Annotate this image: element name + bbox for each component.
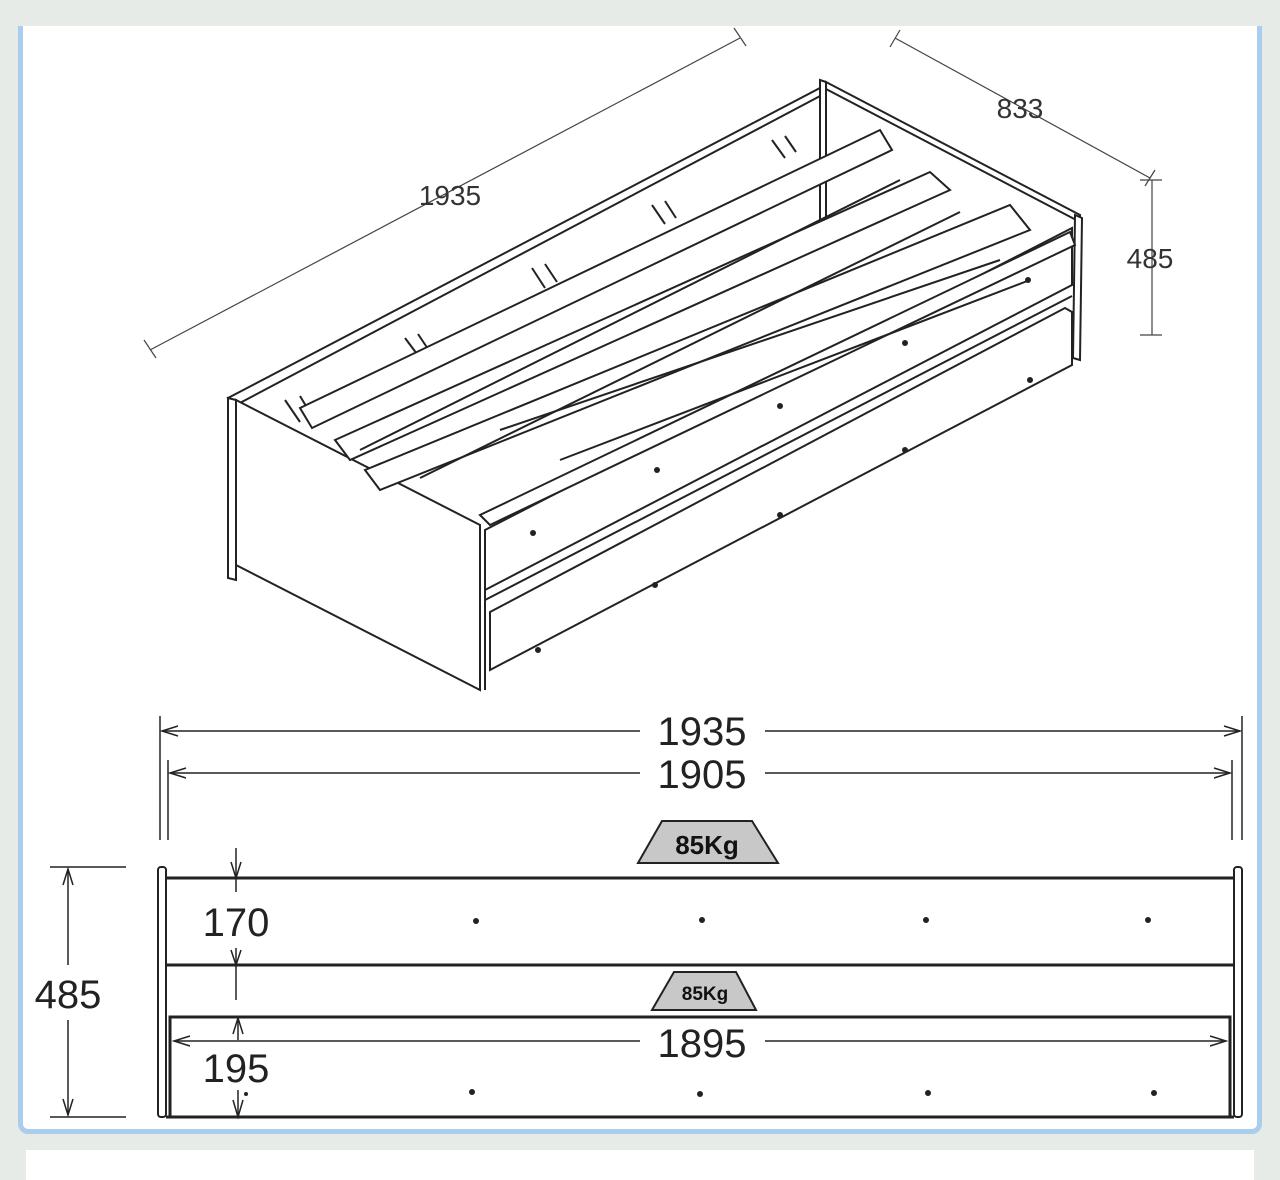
- right-end-panel: [1071, 213, 1084, 362]
- iso-length-label: 1935: [419, 180, 481, 211]
- bed-load-badge: [636, 820, 780, 864]
- iso-width-label: 833: [997, 93, 1044, 124]
- trundle-load-badge: [650, 971, 758, 1011]
- left-end-post: [157, 866, 167, 1118]
- screw-holes: [530, 277, 1033, 653]
- overall-length-dimension: [159, 716, 1243, 840]
- inner-length-dimension: [167, 760, 1233, 840]
- upper-height-label: 170: [203, 901, 270, 945]
- trundle-height-label: 195: [203, 1047, 270, 1091]
- right-end-post: [1233, 866, 1243, 1118]
- iso-height-label: 485: [1127, 243, 1174, 274]
- trundle-front: [489, 306, 1073, 672]
- trundle-length-label: 1895: [658, 1022, 747, 1066]
- isometric-view: [143, 27, 1162, 692]
- section-height-dimensions: [230, 848, 244, 1120]
- drawer-gap-line: [484, 295, 1073, 601]
- inner-length-label: 1905: [658, 753, 747, 797]
- iso-dimension-lines: [143, 27, 1162, 359]
- trundle-load-label: 85Kg: [682, 984, 728, 1005]
- head-post: [819, 78, 827, 231]
- height-dimension: [50, 866, 126, 1118]
- front-screw-holes: [244, 917, 1157, 1097]
- trundle-length-dimension: [171, 1035, 1229, 1047]
- front-view: [50, 716, 1243, 1120]
- left-post: [227, 396, 237, 582]
- slat-1: [298, 128, 894, 430]
- slat-2: [333, 170, 952, 462]
- height-label: 485: [35, 973, 102, 1017]
- slat-4: [478, 230, 1077, 527]
- overall-length-label: 1935: [658, 710, 747, 754]
- bed-load-label: 85Kg: [675, 830, 739, 860]
- cross-members: [359, 179, 1031, 479]
